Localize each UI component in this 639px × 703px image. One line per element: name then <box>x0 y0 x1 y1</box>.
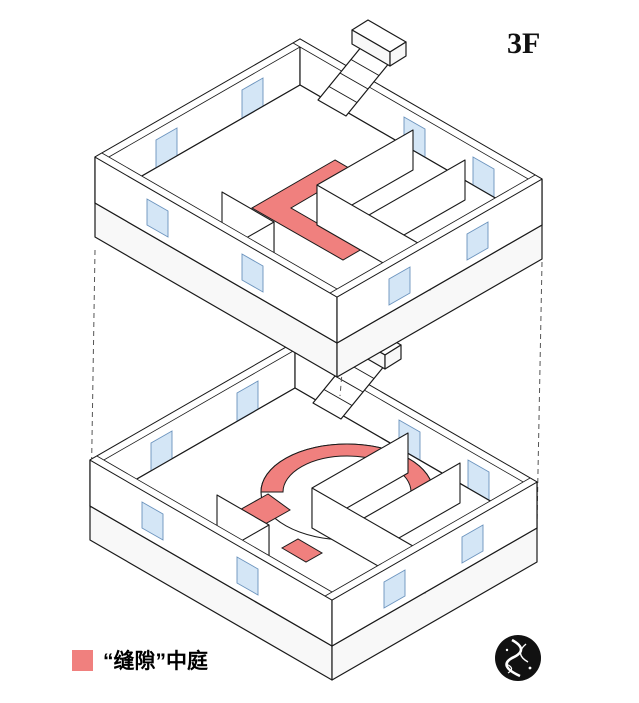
legend: “缝隙”中庭 <box>72 649 208 673</box>
lower-floor-plan <box>89 322 538 681</box>
legend-label: “缝隙”中庭 <box>103 649 208 673</box>
stair-tower-side <box>384 344 402 370</box>
window-icon <box>236 556 259 596</box>
logo-squiggle <box>505 663 513 674</box>
logo-dot <box>528 666 532 670</box>
atrium-band <box>280 538 324 563</box>
logo-circle <box>495 635 541 681</box>
floor-label: 3F <box>507 27 540 60</box>
legend-swatch <box>72 650 93 671</box>
window-icon <box>383 569 406 609</box>
circular-ink-stamp-logo-icon <box>495 635 541 681</box>
upper-floor-plan <box>94 19 543 378</box>
lower-far-windows <box>150 380 490 501</box>
upper-near-right-wall-top <box>329 174 543 298</box>
logo-dot <box>505 648 509 652</box>
window-icon <box>241 253 264 293</box>
upper-near-windows <box>146 198 489 306</box>
dashed-projection-line-center <box>339 349 345 397</box>
lower-near-windows <box>141 501 484 609</box>
window-icon <box>146 198 169 238</box>
window-icon <box>388 266 411 306</box>
stair-tower-side <box>389 41 407 67</box>
window-icon <box>466 221 489 261</box>
logo-squiggle <box>519 643 529 663</box>
upper-stairs <box>317 19 407 117</box>
window-icon <box>461 524 484 564</box>
lower-near-right-wall-top <box>324 477 538 601</box>
window-icon <box>141 501 164 541</box>
